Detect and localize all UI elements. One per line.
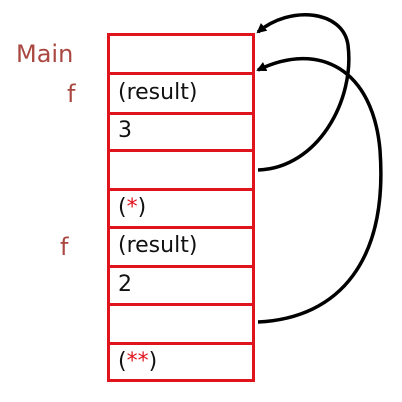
double-star-marker: ** [126, 349, 149, 374]
cell-text-value-3: 3 [118, 118, 132, 143]
label-main: Main [16, 40, 74, 68]
paren-close: ) [148, 349, 158, 374]
arrow-link-1-to-main [256, 13, 351, 172]
cell-text-value-2: 2 [118, 272, 132, 297]
cell-text-return-star: (*) [118, 197, 146, 219]
cell-text-result-1: (result) [118, 80, 198, 105]
star-marker: * [126, 195, 138, 220]
cell-text-result-2: (result) [118, 233, 198, 258]
stack-cell-return-doublestar [107, 342, 255, 382]
paren-open: ( [118, 195, 127, 220]
arrow-link-2-to-f [256, 56, 383, 324]
paren-close: ) [137, 195, 147, 220]
paren-open: ( [118, 349, 127, 374]
cell-text-return-doublestar: (**) [118, 351, 157, 373]
label-f-lower: f [60, 233, 69, 261]
label-f-upper: f [67, 80, 76, 108]
